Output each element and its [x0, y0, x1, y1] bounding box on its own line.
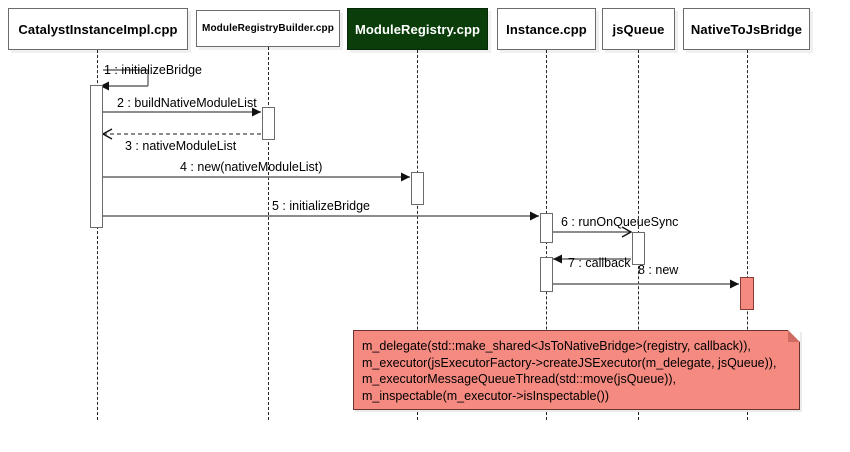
message-arrow-6: [553, 226, 633, 238]
participant-label: Instance.cpp: [506, 21, 587, 37]
message-label-8: 8 : new: [638, 263, 679, 277]
activation-bar-bridge: [740, 277, 754, 310]
message-arrow-4: [103, 172, 410, 182]
participant-label: NativeToJsBridge: [690, 21, 803, 37]
message-arrow-2: [103, 107, 261, 117]
code-note: m_delegate(std::make_shared<JsToNativeBr…: [353, 330, 800, 410]
lifeline-bridge: [747, 50, 748, 420]
message-label-4: 4 : new(nativeModuleList): [180, 160, 323, 174]
message-arrow-7: [553, 254, 631, 264]
message-arrow-1: [100, 69, 149, 91]
lifeline-builder: [268, 47, 269, 420]
participant-registry[interactable]: ModuleRegistry.cpp: [347, 8, 488, 50]
participant-catalyst[interactable]: CatalystInstanceImpl.cpp: [8, 8, 188, 50]
participant-label: ModuleRegistry.cpp: [354, 21, 481, 37]
message-arrow-5: [103, 211, 539, 221]
note-line: m_inspectable(m_executor->isInspectable(…: [362, 388, 609, 403]
participant-instance[interactable]: Instance.cpp: [497, 8, 596, 50]
message-label-6: 6 : runOnQueueSync: [561, 215, 679, 229]
message-label-7: 7 : callback: [568, 256, 631, 270]
participant-jsqueue[interactable]: jsQueue: [602, 8, 675, 50]
note-line: m_executorMessageQueueThread(std::move(j…: [362, 372, 677, 386]
participant-label: CatalystInstanceImpl.cpp: [18, 21, 178, 37]
activation-bar-instance: [540, 257, 553, 292]
activation-bar-jsqueue: [632, 232, 645, 265]
participant-label: ModuleRegistryBuilder.cpp: [202, 23, 334, 34]
activation-bar-catalyst: [90, 85, 103, 228]
note-line: m_delegate(std::make_shared<JsToNativeBr…: [362, 339, 751, 353]
note-line: m_executor(jsExecutorFactory->createJSEx…: [362, 355, 777, 370]
message-label-1: 1 : initializeBridge: [104, 63, 202, 77]
participant-builder[interactable]: ModuleRegistryBuilder.cpp: [196, 10, 340, 47]
participant-bridge[interactable]: NativeToJsBridge: [683, 8, 810, 50]
message-arrow-3: [101, 128, 261, 140]
message-label-2: 2 : buildNativeModuleList: [117, 96, 257, 110]
lifeline-registry: [417, 50, 418, 420]
message-label-3: 3 : nativeModuleList: [125, 139, 237, 153]
activation-bar-registry: [411, 172, 424, 205]
activation-bar-builder: [262, 107, 275, 140]
message-label-5: 5 : initializeBridge: [272, 199, 370, 213]
lifeline-catalyst: [97, 50, 98, 420]
message-arrow-8: [553, 279, 739, 289]
note-folded-corner-icon: [788, 330, 800, 342]
activation-bar-instance: [540, 213, 553, 243]
participant-label: jsQueue: [612, 21, 665, 37]
